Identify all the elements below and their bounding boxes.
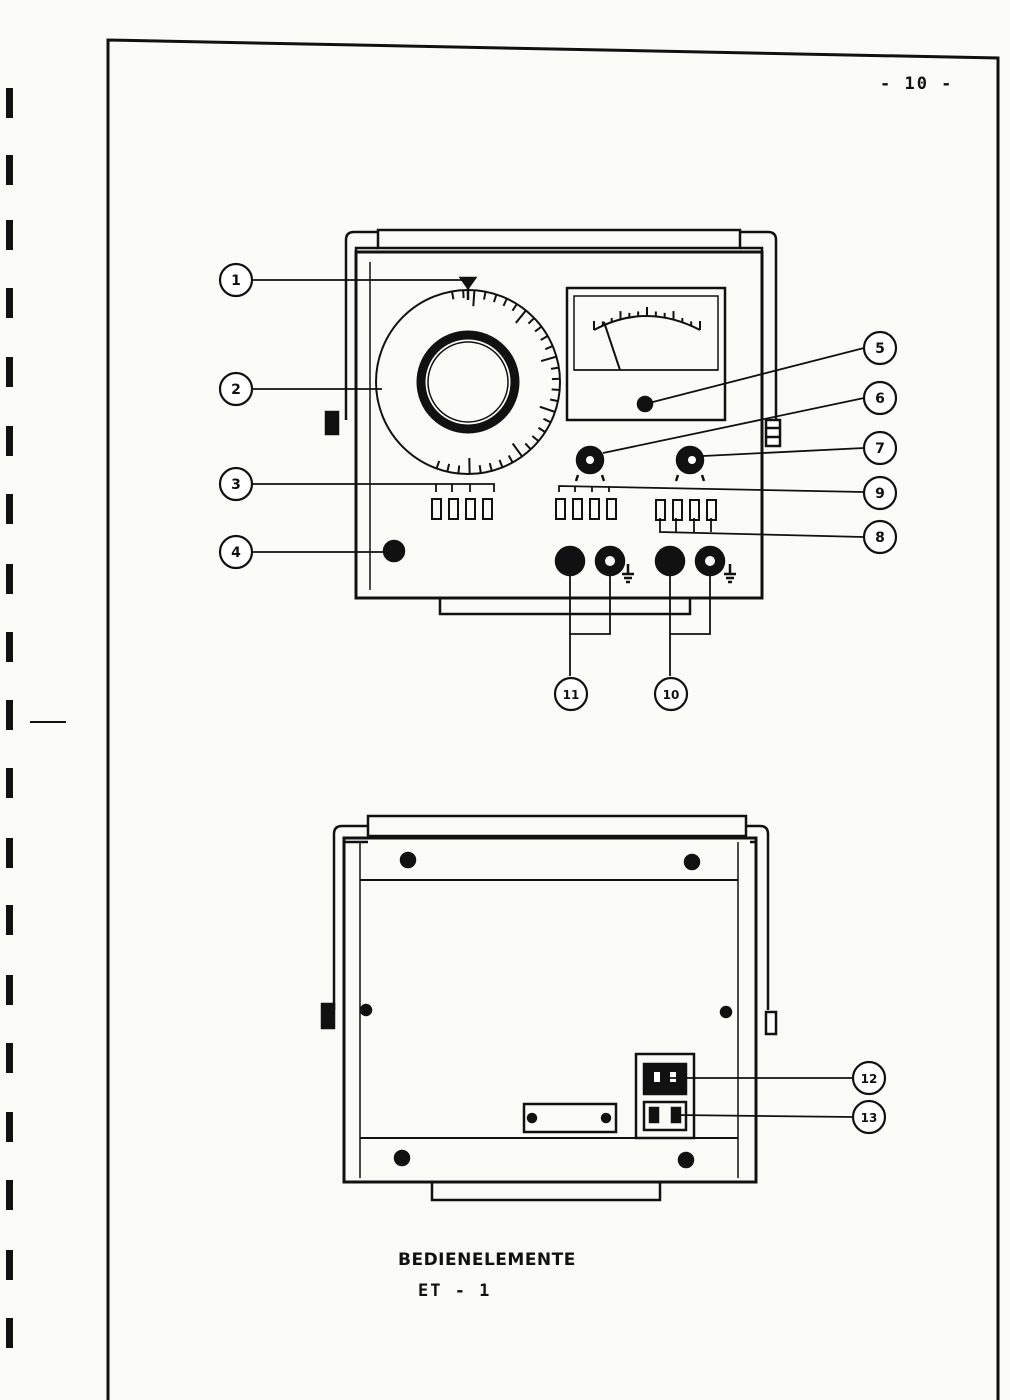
dial-scale (435, 290, 560, 475)
dial-tick (511, 303, 518, 312)
rear-panel-drawing (320, 814, 778, 1202)
dial-tick (524, 442, 532, 450)
callout-numbers: 1 2 3 4 5 6 7 8 9 10 11 12 13 (231, 273, 885, 1125)
dial-tick (507, 454, 514, 463)
dial-tick (488, 462, 493, 472)
dial-tick (550, 366, 560, 370)
dial-tick (544, 345, 554, 351)
dial-tick (527, 317, 535, 325)
figure-caption-title: BEDIENELEMENTE (398, 1250, 576, 1270)
dial-tick (543, 417, 552, 424)
callout-3: 3 (231, 477, 241, 493)
dial-tick (531, 435, 540, 442)
binding-holes (6, 88, 66, 1348)
dial-tick (551, 388, 560, 392)
dial-tick (498, 459, 504, 468)
front-panel-drawing (324, 228, 782, 616)
page-number: - 10 - (880, 74, 954, 94)
dial-tick (502, 298, 508, 307)
callout-8: 8 (875, 530, 885, 546)
page-frame (106, 38, 1000, 1400)
dial-tick (493, 294, 498, 303)
dial-tick (478, 465, 482, 474)
dial-tick (515, 309, 527, 324)
callout-6: 6 (875, 391, 885, 407)
dial-tick (540, 335, 549, 341)
figure-caption-model: ET - 1 (418, 1281, 492, 1301)
dial-tick (511, 442, 523, 458)
dial-tick (534, 325, 543, 333)
dial-tick (446, 463, 451, 472)
leader-lines (252, 279, 865, 676)
dial-tick (472, 290, 476, 307)
dial-tick (539, 405, 556, 413)
callout-12: 12 (861, 1072, 878, 1086)
meter-scale (593, 307, 701, 330)
callout-circles (218, 262, 898, 1135)
dial-tick (549, 398, 559, 403)
callout-1: 1 (231, 273, 241, 289)
dial-tick (451, 291, 455, 300)
dial-tick (540, 355, 557, 363)
callout-10: 10 (663, 688, 680, 702)
callout-13: 13 (861, 1111, 878, 1125)
callout-4: 4 (231, 545, 241, 561)
callout-7: 7 (875, 441, 885, 457)
callout-9: 9 (875, 486, 885, 502)
dial-tick (457, 465, 461, 474)
dial-tick (483, 291, 487, 300)
callout-11: 11 (563, 688, 580, 702)
dial-tick (537, 426, 546, 433)
dial-tick (435, 460, 441, 469)
callout-2: 2 (231, 382, 241, 398)
callout-5: 5 (875, 341, 885, 357)
rear-leader-lines (670, 1077, 854, 1118)
